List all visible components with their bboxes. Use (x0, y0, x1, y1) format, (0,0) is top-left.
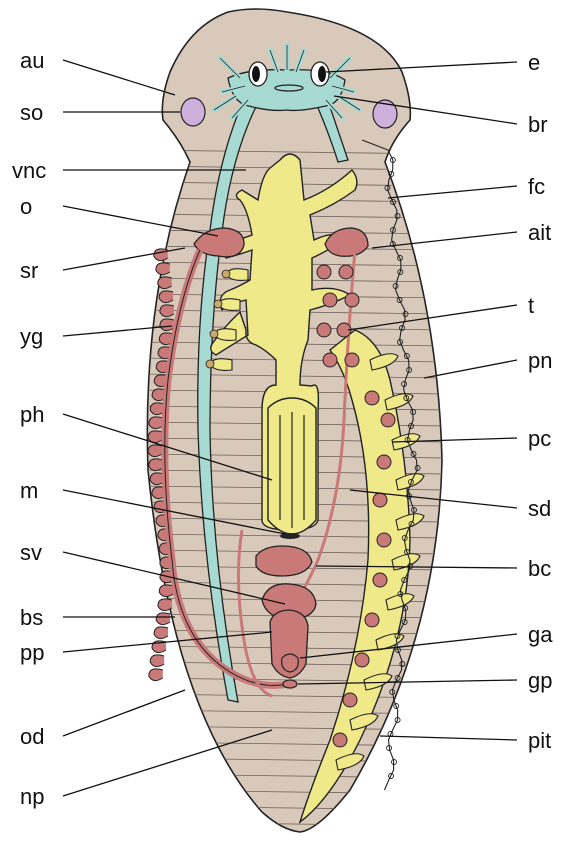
label-vnc: vnc (12, 158, 46, 183)
label-pn: pn (528, 348, 552, 373)
label-pp: pp (20, 640, 44, 665)
yolk-gland (156, 263, 170, 275)
yolk-gland (159, 291, 173, 303)
sensory-organ-left (181, 98, 205, 126)
label-t: t (528, 293, 534, 318)
testis (365, 391, 379, 405)
label-yg: yg (20, 324, 43, 349)
yolk-gland (149, 417, 163, 429)
label-ph: ph (20, 402, 44, 427)
yolk-gland (154, 249, 168, 261)
testis (323, 293, 337, 307)
yolk-gland (158, 599, 172, 611)
label-sr: sr (20, 258, 38, 283)
gonopore (283, 680, 297, 688)
testis (345, 293, 359, 307)
label-so: so (20, 100, 43, 125)
label-gp: gp (528, 668, 552, 693)
gut-pocket (222, 270, 230, 278)
gut-pocket (214, 300, 222, 308)
testis (381, 413, 395, 427)
label-pc: pc (528, 426, 551, 451)
yolk-gland (154, 627, 168, 639)
label-e: e (528, 50, 540, 75)
yolk-gland (160, 319, 174, 331)
yolk-gland (149, 459, 163, 471)
testis (373, 493, 387, 507)
testis (317, 323, 331, 337)
label-od: od (20, 724, 44, 749)
yolk-gland (159, 585, 173, 597)
testis (355, 653, 369, 667)
testis (323, 353, 337, 367)
label-au: au (20, 48, 44, 73)
yolk-gland (150, 655, 164, 667)
label-br: br (528, 112, 548, 137)
label-fc: fc (528, 174, 545, 199)
label-ga: ga (528, 622, 553, 647)
testis (333, 733, 347, 747)
testis (317, 265, 331, 279)
yolk-gland (148, 445, 162, 457)
label-m: m (20, 478, 38, 503)
label-ait: ait (528, 220, 551, 245)
testis (339, 265, 353, 279)
label-sd: sd (528, 496, 551, 521)
label-bc: bc (528, 556, 551, 581)
testis (377, 455, 391, 469)
yolk-gland (158, 277, 172, 289)
testis (377, 533, 391, 547)
testis (365, 613, 379, 627)
label-pit: pit (528, 728, 551, 753)
genital-atrium (282, 654, 299, 672)
testis (345, 353, 359, 367)
eye-left (249, 62, 267, 86)
label-sv: sv (20, 540, 42, 565)
bursa-copulatrix (256, 546, 312, 576)
testis (373, 573, 387, 587)
testis (343, 693, 357, 707)
gut-pocket (206, 360, 214, 368)
gut-pocket (210, 330, 218, 338)
yolk-gland (156, 613, 170, 625)
eye-right (311, 62, 329, 86)
yolk-gland (148, 431, 162, 443)
label-o: o (20, 194, 32, 219)
yolk-gland (160, 305, 174, 317)
label-bs: bs (20, 605, 43, 630)
yolk-gland (149, 669, 163, 681)
label-np: np (20, 784, 44, 809)
